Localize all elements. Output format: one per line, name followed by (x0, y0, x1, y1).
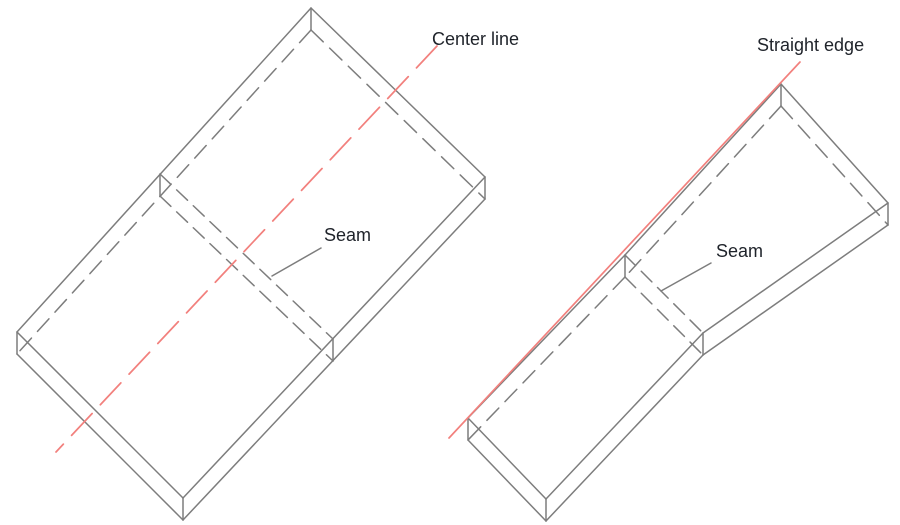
seam-line (159, 173, 334, 340)
label-leader-line (660, 262, 712, 292)
seam-label-left: Seam (324, 225, 372, 245)
panel-edge-line (310, 7, 486, 178)
panel-edge-line (545, 354, 704, 522)
seam-label-right: Seam (716, 241, 764, 261)
panel-edge-line (16, 353, 184, 521)
hidden-edge-line (467, 276, 626, 441)
panel-edge-line (780, 83, 889, 204)
center-line-label: Center line (432, 29, 520, 49)
panel-edge-line (545, 332, 704, 500)
center-line (55, 45, 438, 453)
panel-edge-line (182, 176, 486, 499)
panel-edge-line (182, 198, 486, 521)
label-leader-line (271, 247, 322, 277)
straight-edge-label: Straight edge (757, 35, 865, 55)
panel-edge-line (467, 439, 547, 522)
panel-edge-line (467, 417, 547, 500)
hidden-edge-line (310, 29, 486, 200)
panel-edge-line (624, 83, 782, 256)
hidden-edge-line (780, 105, 889, 226)
seam-line (159, 195, 334, 362)
panel-edge-line (702, 224, 889, 356)
hidden-edge-line (16, 29, 312, 355)
straight-edge-line (448, 61, 801, 439)
seam-line (624, 276, 704, 356)
panel-edge-line (16, 331, 184, 499)
hidden-edge-line (624, 105, 782, 278)
panel-edge-line (702, 202, 889, 334)
seam-line (624, 254, 704, 334)
panel-edge-line (16, 7, 312, 333)
